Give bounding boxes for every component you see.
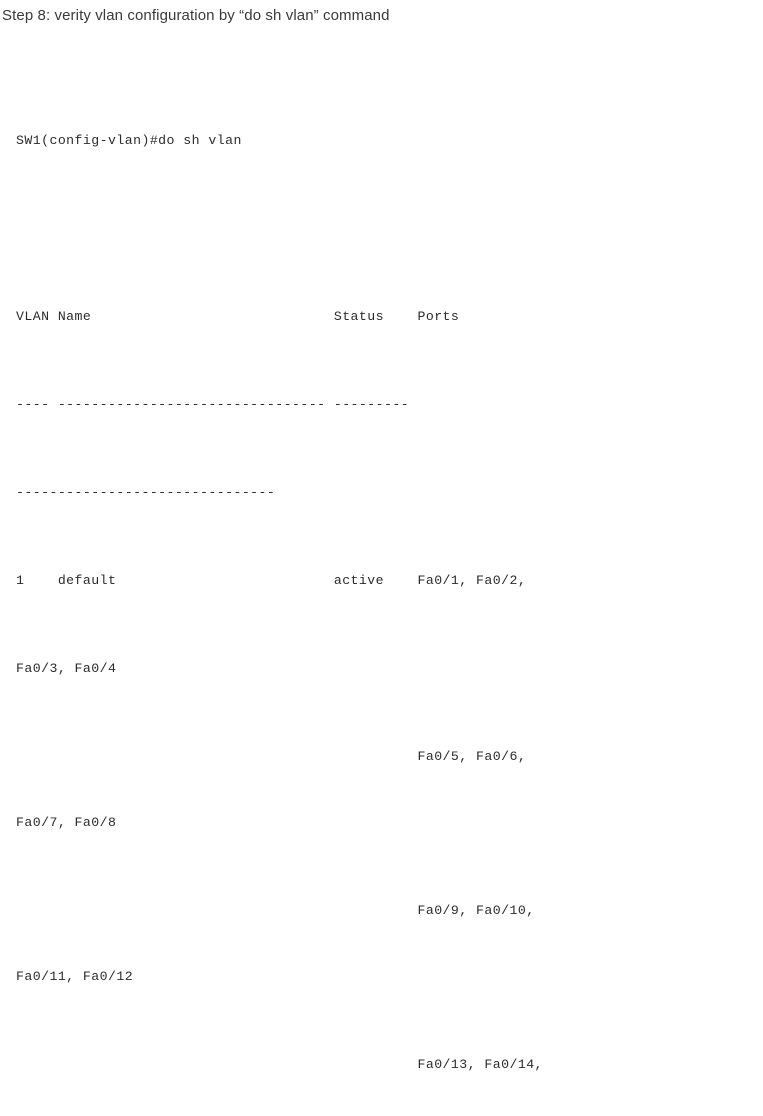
ports-wrap-line: Fa0/3, Fa0/4 <box>16 661 117 676</box>
ports-wrap-line: Fa0/11, Fa0/12 <box>16 969 134 984</box>
step-heading: Step 8: verity vlan configuration by “do… <box>2 7 390 24</box>
ports-continuation-line: Fa0/13, Fa0/14, <box>16 1057 543 1072</box>
ports-continuation-line: Fa0/9, Fa0/10, <box>16 903 535 918</box>
document-page: Step 8: verity vlan configuration by “do… <box>2 7 543 1072</box>
terminal-output-block: SW1(config-vlan)#do sh vlan VLAN Name St… <box>16 64 763 1116</box>
table-separator-line-1: ---- -------------------------------- --… <box>16 397 410 412</box>
ports-continuation-line: Fa0/5, Fa0/6, <box>16 749 527 764</box>
table-separator-line-2: ------------------------------- <box>16 485 276 500</box>
table-header-row: VLAN Name Status Ports <box>16 309 460 324</box>
ports-wrap-line: Fa0/7, Fa0/8 <box>16 815 117 830</box>
command-prompt-line: SW1(config-vlan)#do sh vlan <box>16 133 242 148</box>
spacer-line <box>16 218 763 240</box>
table-row: 1 default active Fa0/1, Fa0/2, <box>16 573 527 588</box>
